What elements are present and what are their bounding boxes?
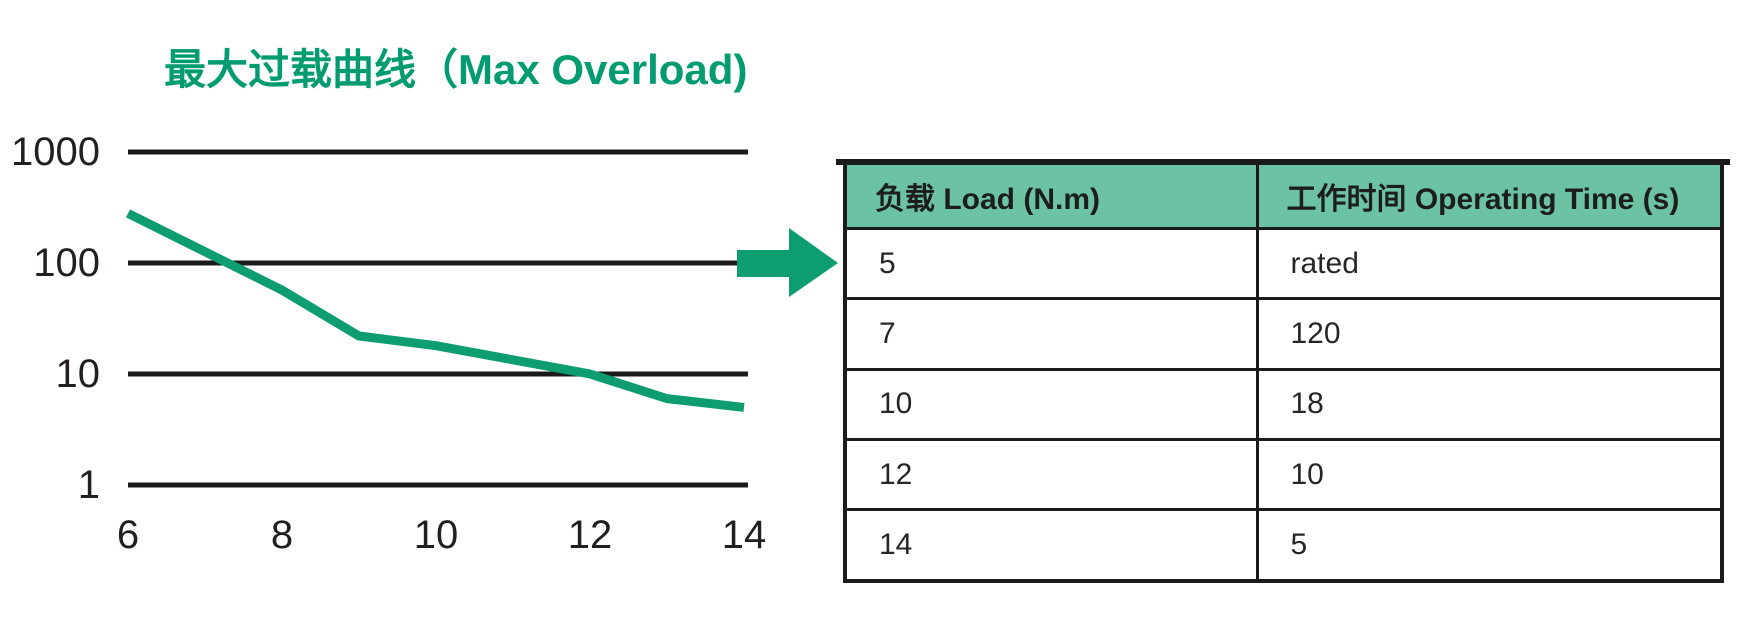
x-tick-14: 14 [721,513,767,557]
table-row: 10 18 [843,367,1724,441]
table-header-row: 负载 Load (N.m) 工作时间 Operating Time (s) [843,161,1724,230]
x-tick-8: 8 [270,513,294,557]
y-tick-100: 100 [33,241,100,285]
load-value: 10 [843,367,1259,441]
time-value: rated [1255,226,1724,301]
x-tick-10: 10 [413,513,459,557]
load-value: 5 [843,226,1259,301]
time-value: 18 [1255,367,1724,441]
time-value: 120 [1255,297,1724,371]
time-value: 10 [1255,437,1724,512]
x-tick-6: 6 [116,513,140,557]
chart-title: 最大过载曲线（Max Overload) [164,46,748,93]
header-operating-time: 工作时间 Operating Time (s) [1255,161,1724,230]
table-row: 14 5 [843,508,1724,583]
max-overload-curve [125,209,745,412]
right-arrow-icon [737,228,838,297]
y-tick-1000: 1000 [11,130,100,174]
gridlines [128,149,748,488]
header-load: 负载 Load (N.m) [843,161,1259,230]
time-value: 5 [1255,508,1724,583]
load-time-table: 负载 Load (N.m) 工作时间 Operating Time (s) 5 … [843,161,1724,583]
table-row: 12 10 [843,437,1724,512]
y-tick-10: 10 [55,352,101,396]
load-value: 7 [843,297,1259,371]
y-tick-1: 1 [77,463,100,507]
table-row: 7 120 [843,297,1724,371]
table-row: 5 rated [843,226,1724,301]
load-value: 14 [843,508,1259,583]
x-tick-12: 12 [567,513,613,557]
load-value: 12 [843,437,1259,512]
